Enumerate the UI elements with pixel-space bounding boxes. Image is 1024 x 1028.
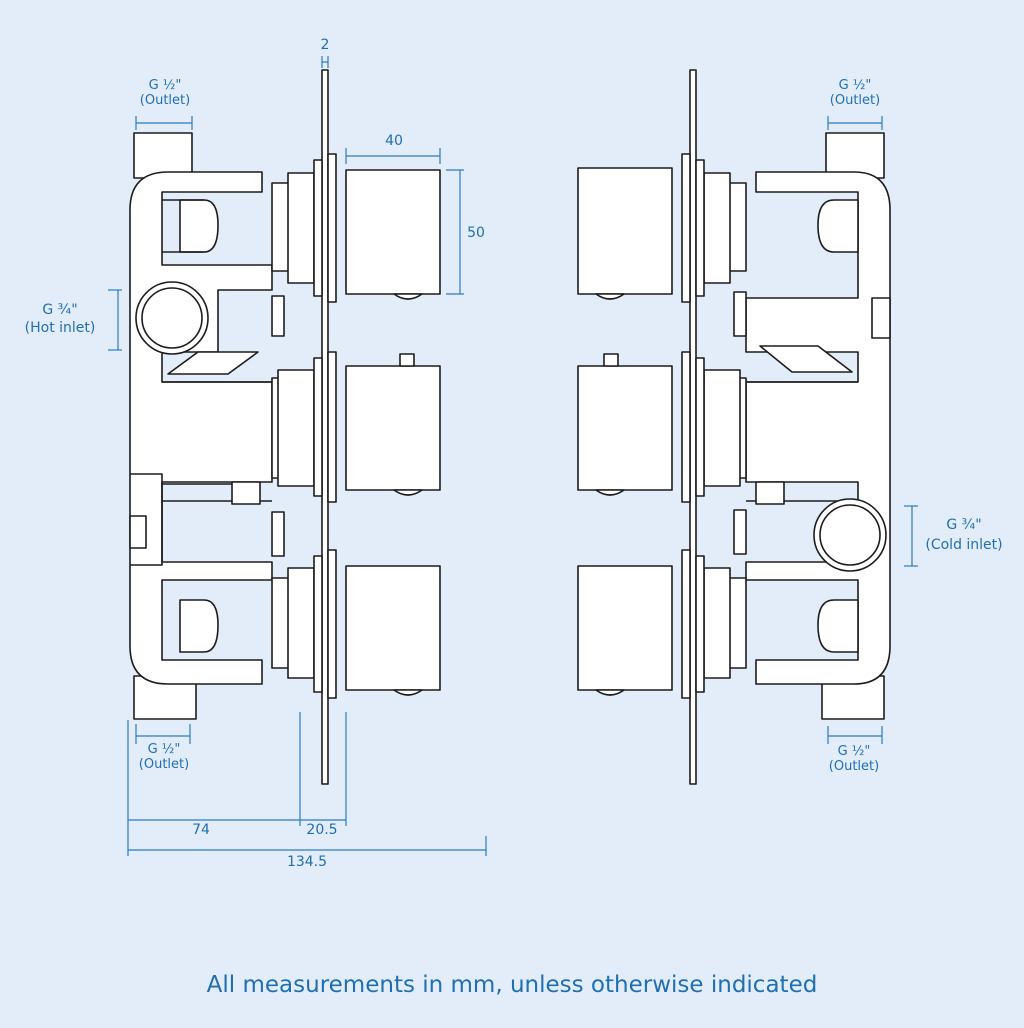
fitting-upper-r xyxy=(733,291,747,337)
flange-1 xyxy=(313,159,323,297)
flange-r3b xyxy=(681,549,691,699)
top-outlet-stub xyxy=(133,132,193,179)
dimension-labels: 2 40 50 74 20.5 134.5 G ½" (Outlet) G ½"… xyxy=(25,37,1003,998)
label-handle-height: 50 xyxy=(467,225,485,241)
label-depth-plate: 20.5 xyxy=(306,822,337,838)
flange-r2b xyxy=(681,351,691,503)
flange-r1b xyxy=(681,153,691,303)
handle-middle-r xyxy=(577,365,673,491)
diverter-wedge-r xyxy=(759,345,853,373)
valve-right-view xyxy=(577,69,891,785)
footer-caption: All measurements in mm, unless otherwise… xyxy=(207,972,818,998)
handle-bottom xyxy=(345,565,441,691)
lower-outlet-bore xyxy=(179,599,219,653)
outlet-top-left-label: (Outlet) xyxy=(140,93,190,108)
dimension-lines xyxy=(108,56,918,856)
flange-3b xyxy=(327,549,337,699)
flange-r1 xyxy=(695,159,705,297)
upper-outlet-bore xyxy=(179,199,219,253)
side-plug-r xyxy=(871,297,891,339)
top-outlet-stub-r xyxy=(825,132,885,179)
outlet-bottom-right-label: (Outlet) xyxy=(829,759,879,774)
flange-2b xyxy=(327,351,337,503)
handle-top-indicator xyxy=(393,293,423,300)
hot-inlet-bore xyxy=(141,287,203,349)
label-plate-thickness: 2 xyxy=(321,37,330,53)
fitting-lower-r xyxy=(733,509,747,555)
spindle-collar-3 xyxy=(287,567,315,679)
outlet-top-left-size: G ½" xyxy=(149,78,182,93)
handle-bottom-indicator-r xyxy=(595,689,625,696)
flange-1b xyxy=(327,153,337,303)
handle-middle-pin-r xyxy=(603,353,619,367)
side-plug xyxy=(129,515,147,549)
label-depth-total: 134.5 xyxy=(287,854,327,870)
spindle-collar-2 xyxy=(277,369,315,487)
flange-2 xyxy=(313,357,323,497)
outlet-top-right-label: (Outlet) xyxy=(830,93,880,108)
outlet-bottom-left-label: (Outlet) xyxy=(139,757,189,772)
hot-inlet-size: G ¾" xyxy=(42,302,77,318)
handle-bottom-indicator xyxy=(393,689,423,696)
handle-top-indicator-r xyxy=(595,293,625,300)
handle-middle-indicator xyxy=(393,489,423,496)
handle-top xyxy=(345,169,441,295)
flange-3 xyxy=(313,555,323,693)
fitting-upper xyxy=(271,295,285,337)
fitting-lower xyxy=(271,511,285,557)
outlet-top-right-size: G ½" xyxy=(839,78,872,93)
upper-outlet-bore-r xyxy=(817,199,859,253)
cold-inlet-bore xyxy=(819,504,881,566)
valve-body-outline-r xyxy=(745,171,891,685)
valve-left-view xyxy=(129,69,441,785)
spindle-collar-r1 xyxy=(703,172,731,284)
wall-plate xyxy=(321,69,329,785)
spindle-collar-r2 xyxy=(703,369,741,487)
wall-plate-r xyxy=(689,69,697,785)
cold-inlet-label: (Cold inlet) xyxy=(925,537,1002,553)
flange-r3 xyxy=(695,555,705,693)
lower-outlet-bore-r xyxy=(817,599,859,653)
fitting-nut xyxy=(231,481,261,505)
lower-block-outline xyxy=(130,473,163,566)
outlet-bottom-left-size: G ½" xyxy=(148,742,181,757)
handle-top-r xyxy=(577,167,673,295)
handle-bottom-r xyxy=(577,565,673,691)
label-depth-body: 74 xyxy=(192,822,210,838)
label-handle-width: 40 xyxy=(385,133,403,149)
spindle-collar-1 xyxy=(287,172,315,284)
flange-r2 xyxy=(695,357,705,497)
handle-middle xyxy=(345,365,441,491)
cold-inlet-size: G ¾" xyxy=(946,517,981,533)
hot-inlet-label: (Hot inlet) xyxy=(25,320,96,336)
outlet-bottom-right-size: G ½" xyxy=(838,744,871,759)
handle-middle-pin xyxy=(399,353,415,367)
fitting-nut-r xyxy=(755,481,785,505)
spindle-collar-r3 xyxy=(703,567,731,679)
handle-middle-indicator-r xyxy=(595,489,625,496)
diverter-wedge xyxy=(167,351,259,375)
